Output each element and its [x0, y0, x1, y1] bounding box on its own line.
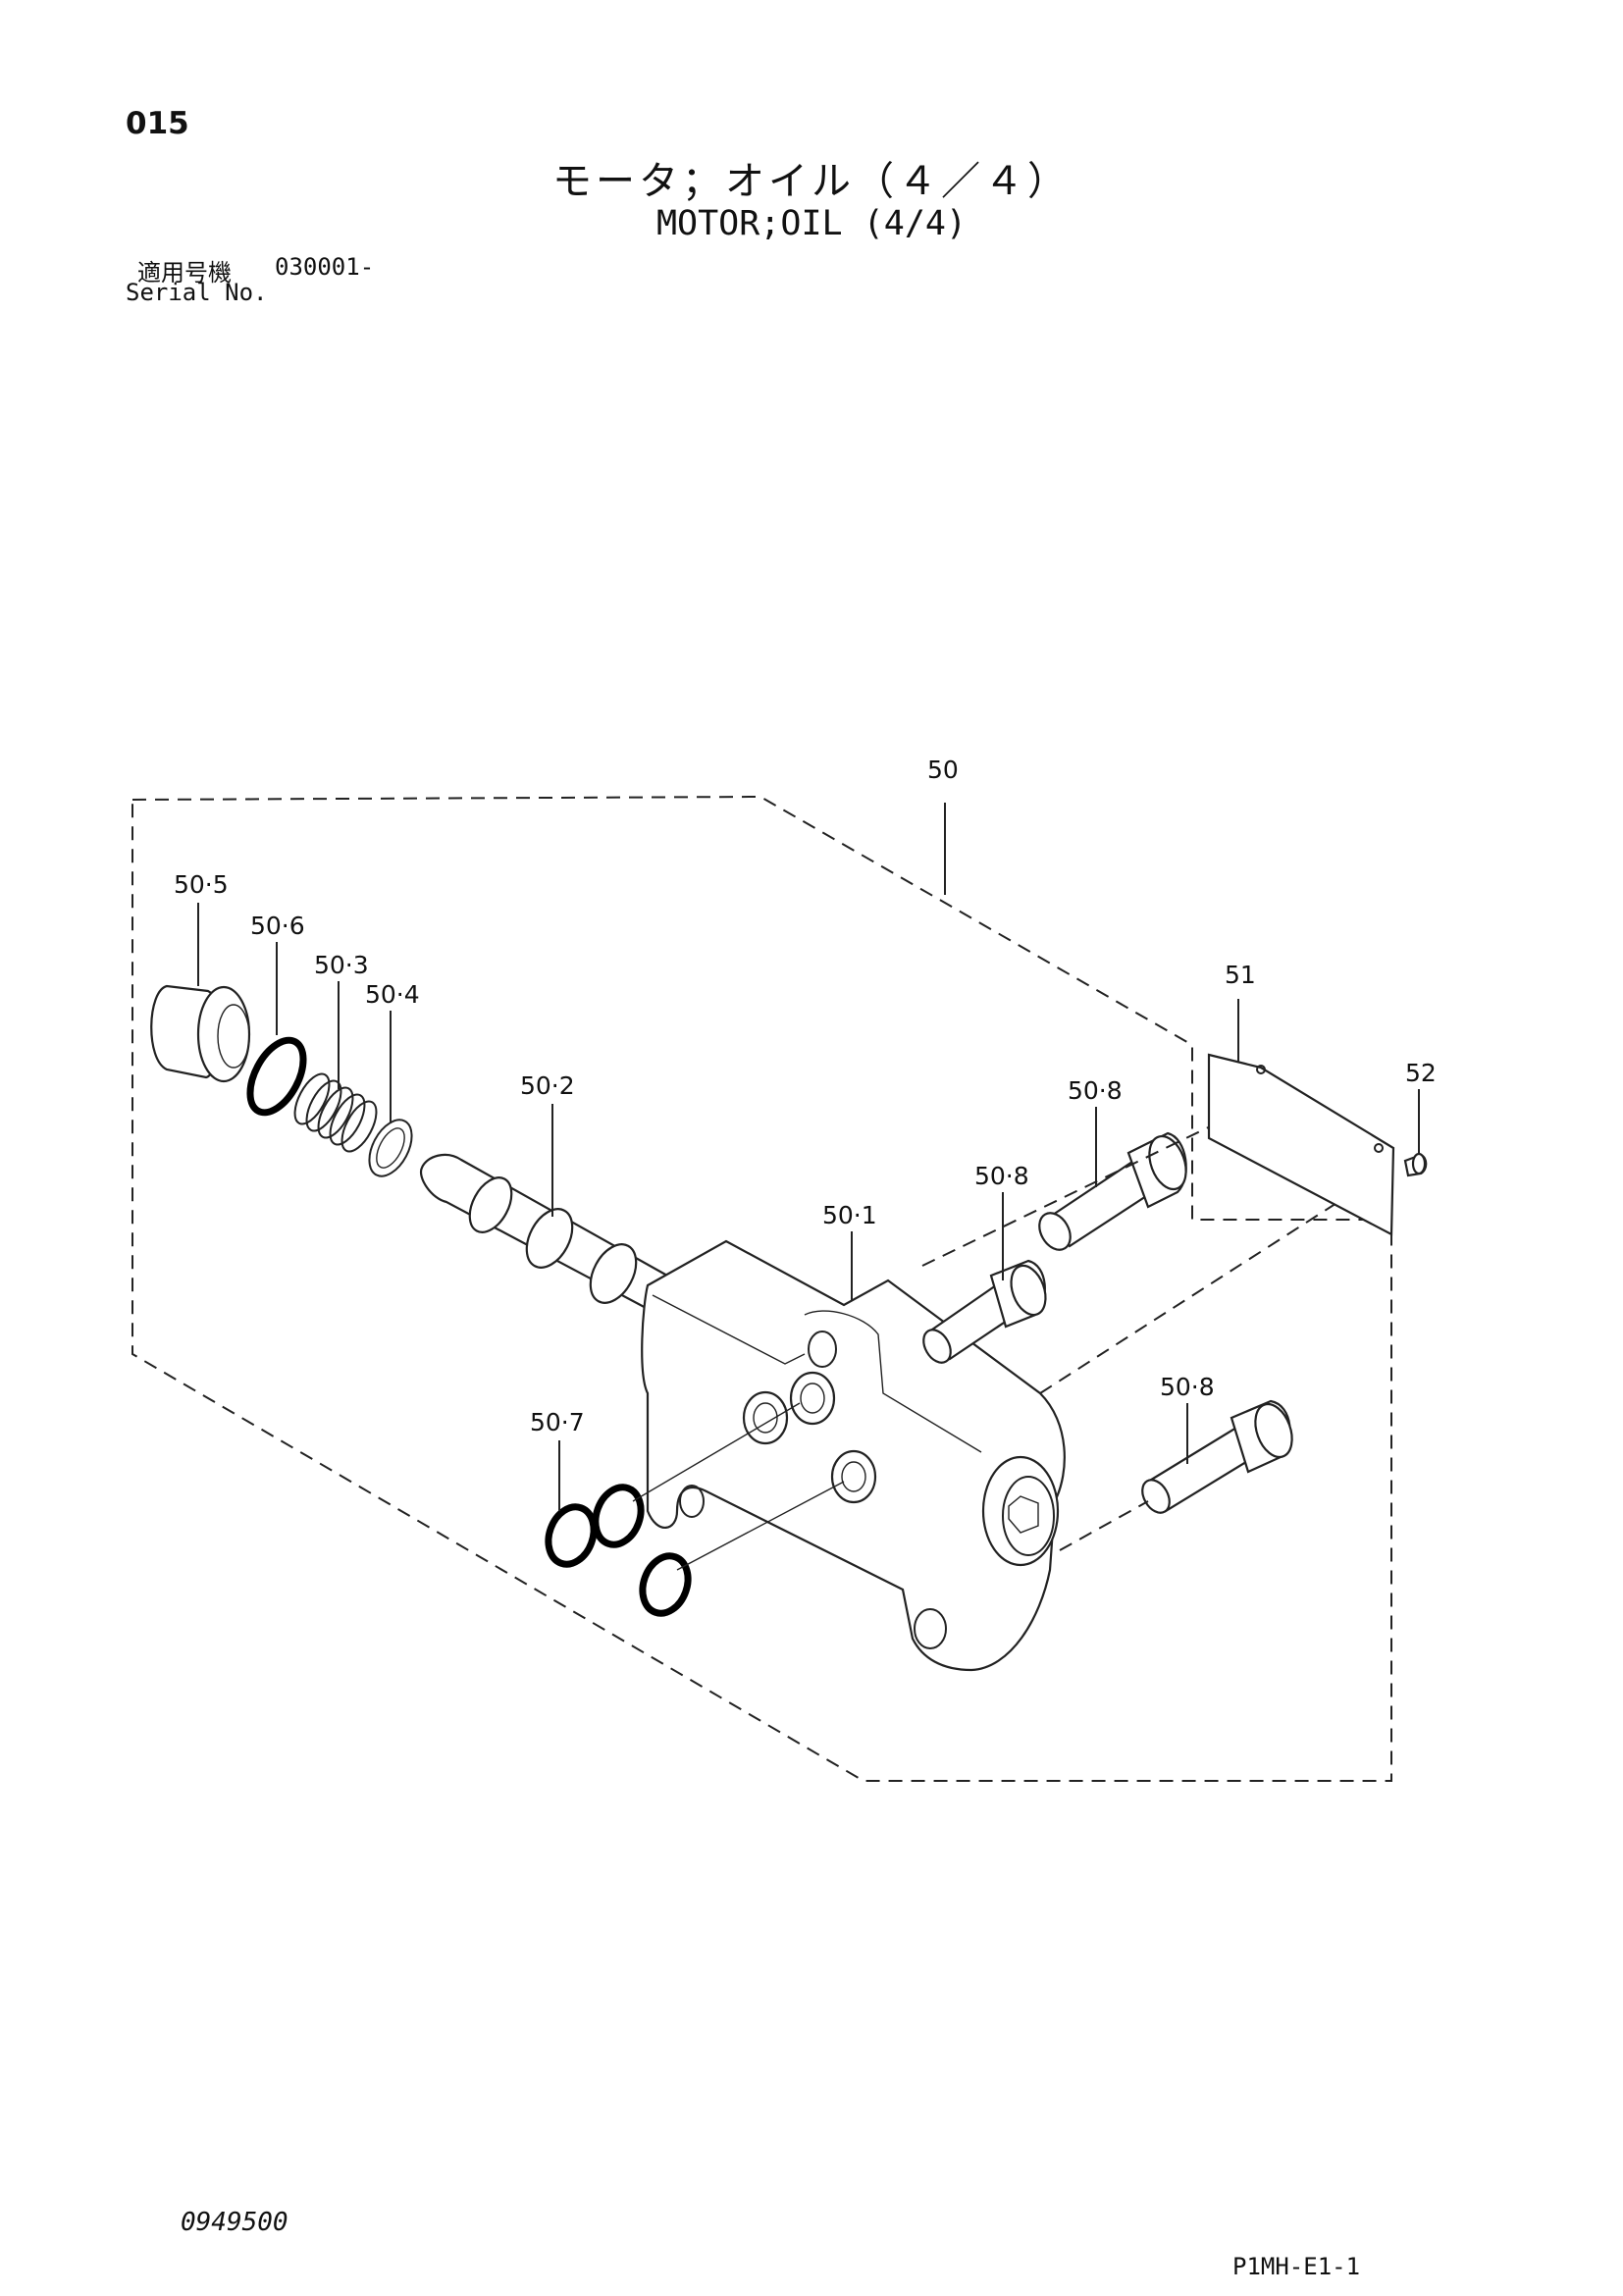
callout-50-8-lower: 50·8: [1160, 1373, 1215, 1401]
serial-label-japanese: 適用号機: [137, 259, 232, 287]
bolt-part-50-8-middle: [922, 1259, 1047, 1364]
figure-code: P1MH-E1-1: [1232, 2253, 1361, 2280]
page-title-japanese: モータ；オイル（４／４）: [552, 159, 1071, 204]
callout-50-1: 50·1: [822, 1201, 877, 1229]
callout-50-7: 50·7: [530, 1408, 585, 1436]
callout-50-8-upper: 50·8: [1068, 1076, 1123, 1105]
callout-51: 51: [1225, 961, 1256, 989]
callout-52: 52: [1405, 1059, 1437, 1087]
serial-number-value: 030001-: [275, 253, 375, 281]
callout-50: 50: [927, 756, 959, 784]
callout-50-3: 50·3: [314, 951, 369, 979]
bolt-part-50-8-lower: [1141, 1399, 1293, 1514]
name-plate-part-51: [1207, 1053, 1395, 1236]
spring-part-50-3: [293, 1072, 378, 1153]
plug-part-50-5: [150, 984, 251, 1083]
washer-part-50-4: [368, 1119, 413, 1177]
serial-label-english: Serial No.: [126, 279, 268, 306]
page-number: 015: [126, 106, 189, 141]
callout-50-4: 50·4: [365, 980, 420, 1009]
document-number: 0949500: [181, 2208, 288, 2237]
callout-50-6: 50·6: [250, 912, 305, 940]
callout-50-5: 50·5: [174, 870, 229, 899]
o-ring-part-50-6: [246, 1036, 307, 1117]
o-ring-set-part-50-7: [545, 1484, 692, 1617]
callout-50-2: 50·2: [520, 1071, 575, 1100]
page-title-english: MOTOR;OIL (4/4): [655, 204, 968, 243]
rivet-part-52: [1403, 1152, 1428, 1177]
callout-50-8-middle: 50·8: [974, 1162, 1029, 1190]
bolt-part-50-8-upper: [1038, 1131, 1187, 1251]
spool-part-50-2: [419, 1153, 669, 1312]
